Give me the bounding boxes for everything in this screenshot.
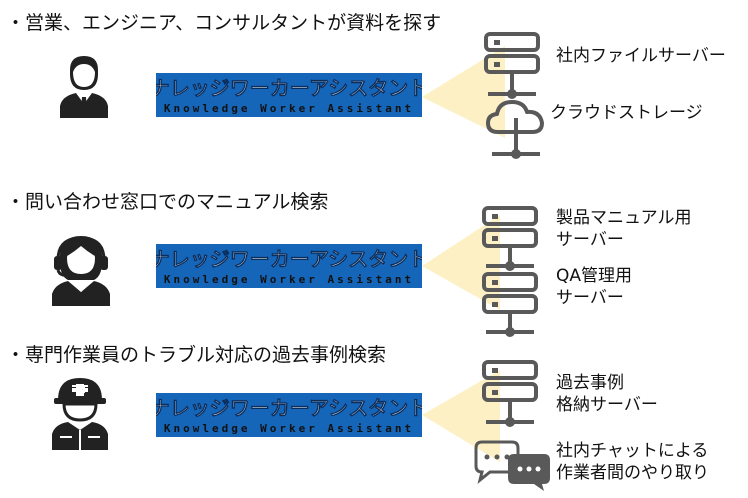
knowledge-worker-assistant-banner: ナレッジワーカーアシスタント Knowledge Worker Assistan… [156,244,422,288]
server-icon [482,206,538,271]
target-label-line: QA管理用 [556,266,633,286]
target-label-line: 作業者間のやり取り [556,463,709,483]
target-label: クラウドストレージ [550,103,703,123]
target-label: 社内チャットによる 作業者間のやり取り [556,440,709,484]
target-label: 製品マニュアル用 サーバー [556,207,692,251]
knowledge-worker-assistant-banner: ナレッジワーカーアシスタント Knowledge Worker Assistan… [156,73,422,117]
server-icon [482,360,538,427]
knowledge-worker-assistant-banner: ナレッジワーカーアシスタント Knowledge Worker Assistan… [156,393,422,437]
banner-title: ナレッジワーカーアシスタント [156,76,422,100]
server-icon [484,32,540,99]
target-label: QA管理用 サーバー [556,265,632,309]
beam-section-3 [422,370,500,462]
worker-helmet-icon [52,378,108,450]
target-label: 社内ファイルサーバー [556,46,726,66]
banner-title: ナレッジワーカーアシスタント [156,396,422,420]
section-3-heading: ・専門作業員のトラブル対応の過去事例検索 [6,344,387,366]
banner-subtitle: Knowledge Worker Assistant [164,422,414,435]
target-label-line: 製品マニュアル用 [556,208,692,228]
target-label-line: 社内チャットによる [556,441,709,461]
banner-title: ナレッジワーカーアシスタント [156,247,422,271]
target-label-line: サーバー [556,288,624,308]
target-label-line: 過去事例 [556,373,624,393]
cloud-storage-icon [486,100,544,159]
businessman-icon [60,56,108,118]
section-2-heading: ・問い合わせ窓口でのマニュアル検索 [6,191,329,213]
operator-headset-icon [52,236,110,306]
target-label-line: 格納サーバー [556,395,658,415]
target-label-line: サーバー [556,230,624,250]
server-icon [482,272,538,337]
target-label: 過去事例 格納サーバー [556,372,658,416]
beam-section-2 [422,215,500,310]
banner-subtitle: Knowledge Worker Assistant [164,102,414,115]
chat-bubbles-icon [474,440,550,491]
section-1-heading: ・営業、エンジニア、コンサルタントが資料を探す [6,12,442,34]
banner-subtitle: Knowledge Worker Assistant [164,273,414,286]
